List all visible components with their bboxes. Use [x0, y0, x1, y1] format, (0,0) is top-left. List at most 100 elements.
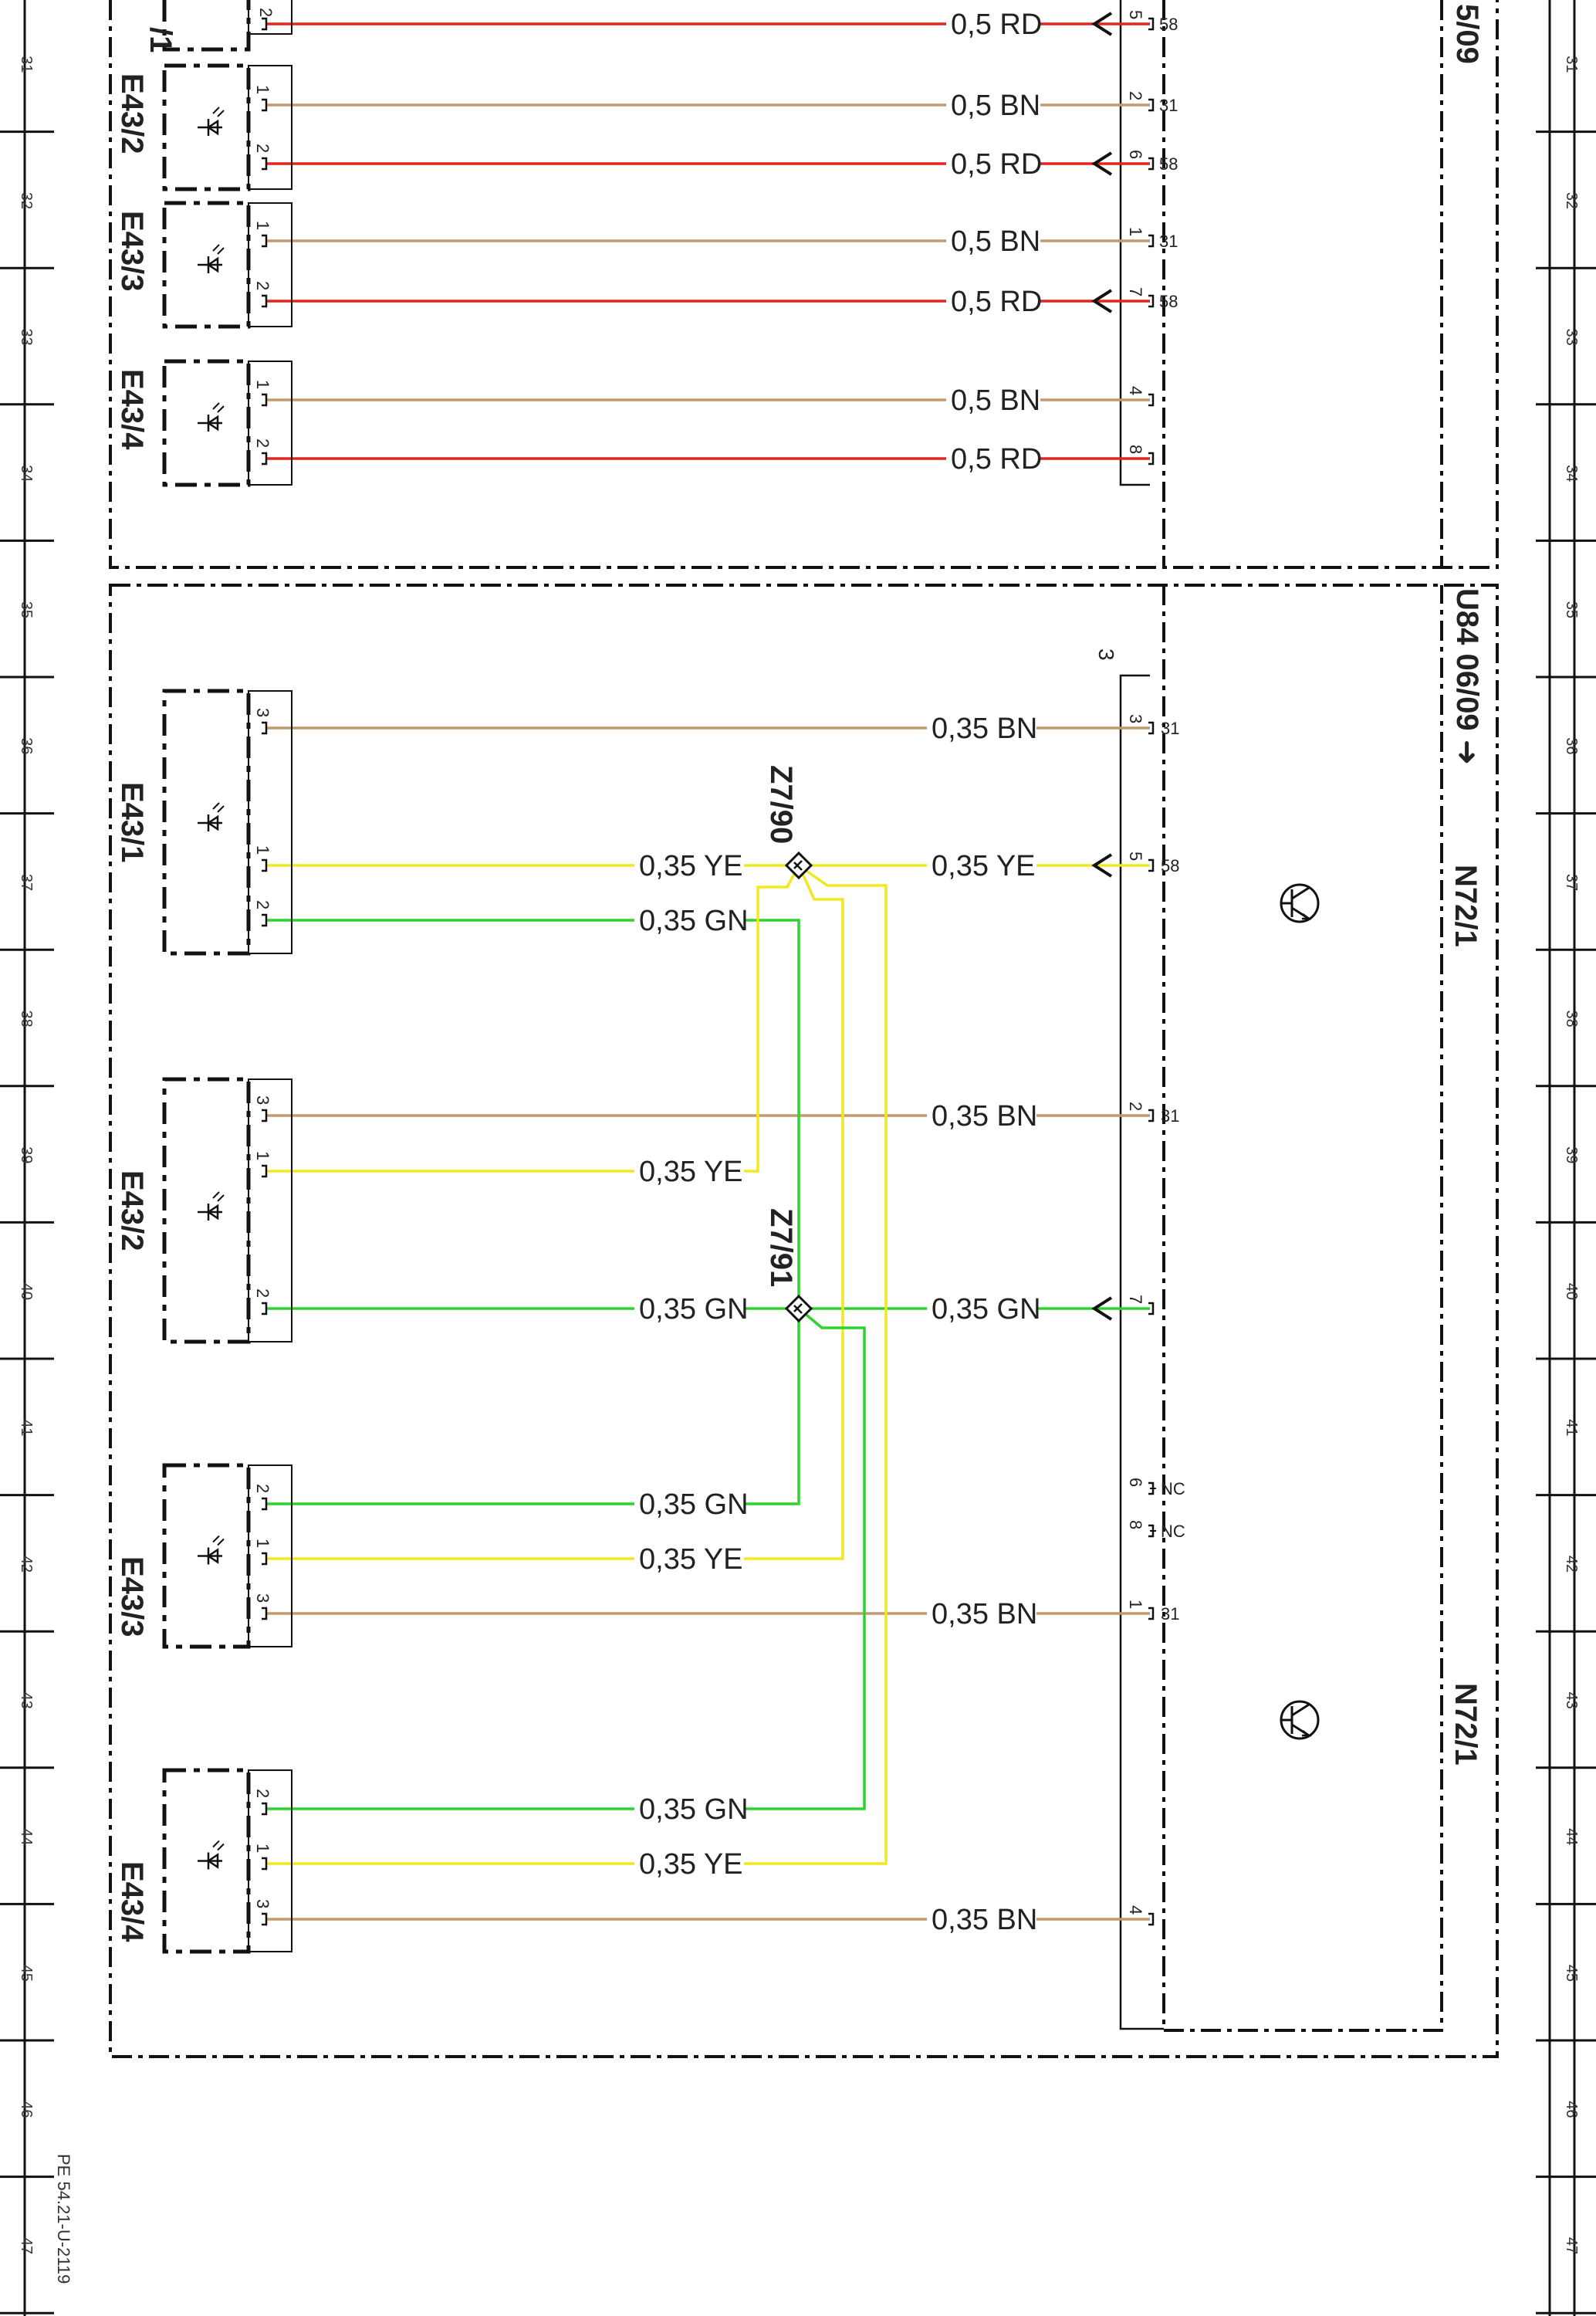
pin-terminal	[1148, 1607, 1155, 1620]
led-icon	[198, 402, 225, 432]
pin-terminal	[262, 98, 268, 112]
wire-label: 0,35 YE	[639, 1543, 743, 1576]
component-pin-number: 1	[253, 380, 272, 389]
zone-number-right: 39	[1563, 1146, 1580, 1163]
bottom-section-frame	[109, 584, 1499, 2058]
zone-number-right: 31	[1563, 56, 1580, 73]
component-pin-number: 2	[253, 438, 272, 448]
pin-terminal	[262, 452, 268, 466]
zone-number-left: 36	[18, 737, 35, 754]
connector-pin-number: 6	[1126, 1478, 1145, 1487]
connector-pin-number: 4	[1126, 1905, 1145, 1915]
zone-number-right: 35	[1563, 601, 1580, 618]
zone-number-right: 37	[1563, 874, 1580, 891]
pin-label-partial: 2	[256, 8, 276, 17]
led-icon	[198, 107, 225, 136]
component-pin-number: 1	[253, 1844, 272, 1853]
terminal-label: NC	[1161, 1479, 1185, 1498]
wire-label: 0,35 BN	[932, 1100, 1037, 1133]
wire-ye	[744, 865, 844, 1560]
component-label: E43/2	[115, 1170, 149, 1251]
pin-terminal	[1148, 294, 1155, 308]
zone-number-right: 47	[1563, 2237, 1580, 2254]
connector-pin-number: 6	[1126, 150, 1145, 159]
connector-pin-number: 5	[1126, 852, 1145, 861]
component-connector	[248, 65, 292, 190]
wire-label: 0,35 GN	[639, 1293, 749, 1326]
wire-label: 0,35 BN	[932, 1904, 1037, 1936]
wire-gn	[744, 919, 800, 1309]
component-pin-number: 3	[253, 1095, 272, 1105]
wire-label: 0,35 GN	[639, 1488, 749, 1521]
terminal-label: 58	[1159, 292, 1178, 311]
zone-number-left: 34	[18, 465, 35, 482]
top-section-frame	[109, 0, 1499, 569]
zone-number-right: 36	[1563, 737, 1580, 754]
wire-label: 0,35 GN	[639, 905, 749, 937]
wire-label: 0,5 BN	[951, 90, 1040, 122]
zone-number-left: 31	[18, 56, 35, 73]
zone-number-left: 37	[18, 874, 35, 891]
led-icon	[198, 1840, 225, 1870]
connector-arrow-icon	[1091, 151, 1113, 176]
zone-number-right: 44	[1563, 1828, 1580, 1845]
component-label: E43/4	[115, 369, 149, 450]
component-pin-number: 3	[253, 1899, 272, 1908]
terminal-label: 31	[1159, 96, 1178, 115]
pin-terminal	[1148, 858, 1155, 872]
component-label-partial: /1	[144, 27, 178, 52]
pin-terminal	[262, 1109, 268, 1122]
wire-label: 0,5 BN	[951, 225, 1040, 258]
connector-number-label: 3	[1094, 648, 1118, 661]
component-pin-number: 2	[253, 900, 272, 909]
component-connector	[248, 1464, 292, 1647]
wire-ye	[744, 864, 888, 1865]
wire-label: 0,35 YE	[639, 1848, 743, 1881]
module-frame-top	[1162, 0, 1443, 567]
component-connector-partial	[248, 0, 292, 35]
component-pin-number: 2	[253, 1789, 272, 1798]
terminal-label: 58	[1161, 856, 1179, 875]
zone-number-right: 38	[1563, 1011, 1580, 1028]
pin-terminal	[262, 721, 268, 735]
pin-terminal	[1148, 1109, 1155, 1122]
zone-number-right: 45	[1563, 1965, 1580, 1982]
pin-terminal	[1148, 452, 1155, 466]
splice-label: Z7/90	[764, 765, 798, 844]
connector-rail-bottom	[1119, 674, 1164, 2030]
zone-number-left: 40	[18, 1283, 35, 1300]
wire-label: 0,35 BN	[932, 1598, 1037, 1630]
transistor-icon	[1280, 1700, 1320, 1740]
component-pin-number: 2	[253, 144, 272, 153]
pin-terminal	[1148, 157, 1155, 171]
right-fragment-label: 5/09	[1450, 4, 1484, 64]
wire-label: 0,5 RD	[951, 148, 1042, 181]
zone-number-left: 33	[18, 329, 35, 346]
component-pin-number: 2	[253, 1288, 272, 1298]
wire-label: 0,35 YE	[639, 850, 743, 882]
wire-label: 0,5 BN	[951, 384, 1040, 417]
pin-terminal	[262, 17, 268, 31]
pin-terminal	[262, 1802, 268, 1816]
zone-number-right: 46	[1563, 2101, 1580, 2118]
connector-pin-number: 7	[1126, 287, 1145, 296]
component-pin-number: 1	[253, 1151, 272, 1160]
zone-number-left: 45	[18, 1965, 35, 1982]
component-pin-number: 2	[253, 281, 272, 290]
terminal-label: 31	[1161, 1604, 1179, 1624]
component-pin-number: 3	[253, 1593, 272, 1603]
zone-number-left: 32	[18, 192, 35, 209]
zone-number-left: 39	[18, 1146, 35, 1163]
connector-pin-number: 8	[1126, 1520, 1145, 1529]
wire-ye	[744, 865, 800, 1173]
pin-terminal	[262, 1607, 268, 1620]
splice-icon	[784, 851, 813, 880]
component-connector	[248, 690, 292, 954]
connector-pin-number: 7	[1126, 1295, 1145, 1304]
pin-terminal	[262, 1497, 268, 1511]
